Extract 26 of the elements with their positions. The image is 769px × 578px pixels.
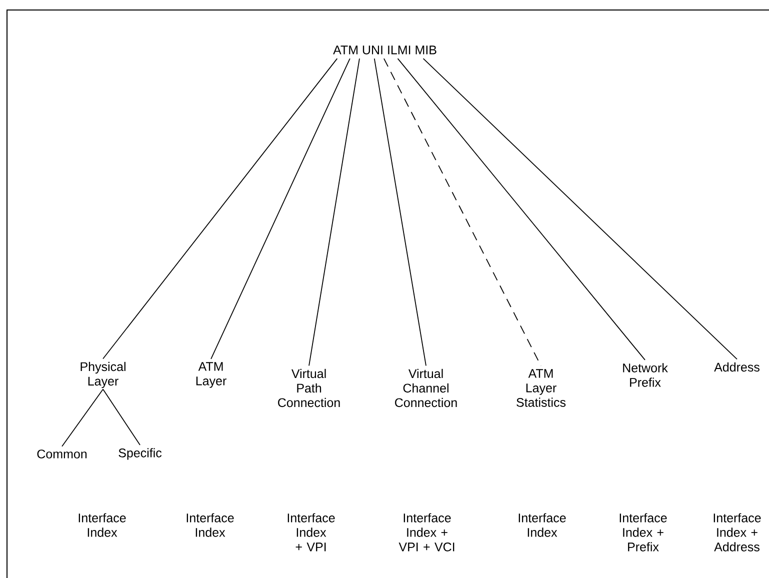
connector-line: [102, 388, 140, 446]
key-label: Interface Index + Address: [714, 513, 761, 552]
tree-root-label: ATM UNI ILMI MIB: [333, 46, 436, 54]
tree-node-label: Address: [714, 362, 760, 372]
tree-node-label: Virtual Channel Connection: [395, 368, 457, 408]
key-label: Interface Index + VPI: [288, 513, 335, 552]
key-label: Interface Index: [78, 513, 126, 537]
connector-line: [422, 58, 738, 360]
connector-line: [308, 58, 360, 366]
tree-node-label: ATM Layer Statistics: [516, 369, 566, 407]
tree-node-label: Specific: [118, 448, 162, 460]
key-label: Interface Index: [186, 513, 234, 537]
tree-node-label: Physical Layer: [80, 362, 126, 388]
connector-line: [102, 58, 338, 360]
key-label: Interface Index + Prefix: [620, 513, 667, 552]
key-label: Interface Index + VPI + VCI: [398, 513, 454, 552]
connector-line: [62, 388, 104, 447]
key-label: Interface Index: [518, 513, 566, 537]
connector-line: [397, 58, 646, 360]
connector-line: [374, 58, 426, 366]
connector-line: [210, 58, 350, 360]
tree-node-label: Common: [37, 450, 87, 458]
connector-line: [384, 58, 542, 366]
tree-node-label: Network Prefix: [623, 363, 668, 387]
tree-node-label: Virtual Path Connection: [278, 368, 340, 408]
tree-node-label: ATM Layer: [196, 362, 226, 388]
